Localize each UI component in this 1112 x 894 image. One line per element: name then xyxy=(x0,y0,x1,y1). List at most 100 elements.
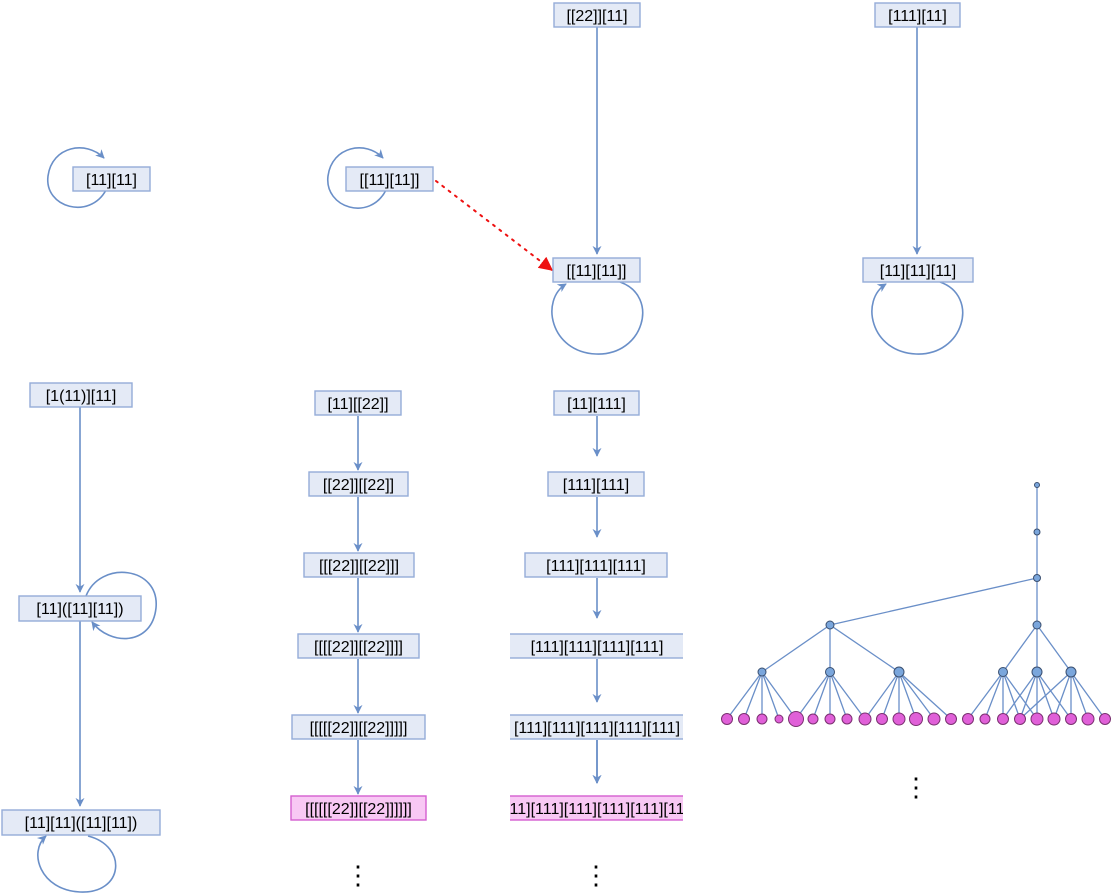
tree-edges xyxy=(726,485,1106,720)
tree-leaf xyxy=(945,713,957,725)
tree-leaf xyxy=(721,713,733,725)
node-g3-label: [111][111][111] xyxy=(546,558,646,575)
tree-node xyxy=(1032,620,1042,630)
tree-node xyxy=(825,620,835,630)
node-b1-label: [[11][11]] xyxy=(360,172,420,189)
tree-leaf xyxy=(756,713,768,725)
node-g1: [11][111] xyxy=(553,390,640,416)
tree-edge xyxy=(1036,624,1072,673)
tree-edge xyxy=(795,671,831,720)
node-d-top-label: [111][11] xyxy=(888,8,947,25)
self-loop-e3 xyxy=(36,835,117,893)
node-g6-label: [111][111][111][111][111][111] xyxy=(497,801,696,818)
tree-leaf xyxy=(858,712,872,726)
node-e1-label: [1(11)][11] xyxy=(46,388,117,405)
tree-edge xyxy=(761,624,831,673)
tree-edge xyxy=(864,671,900,720)
node-c-top-label: [[22]][11] xyxy=(566,8,627,25)
tree-node xyxy=(757,667,767,677)
self-loop-c-bot xyxy=(551,281,644,355)
tree-node-root xyxy=(1034,482,1040,488)
tree-edge xyxy=(829,577,1038,626)
node-g3: [111][111][111] xyxy=(524,552,668,578)
tree-edge xyxy=(1036,671,1072,720)
self-loop-d-bot xyxy=(871,281,964,355)
tree-edge xyxy=(829,671,848,720)
tree-edge xyxy=(1070,671,1106,720)
self-loop-a1 xyxy=(47,147,107,208)
node-c-bot: [[11][11]] xyxy=(552,257,641,283)
node-d-bot: [11][11][11] xyxy=(862,257,974,283)
node-e3: [11][11]([11][11]) xyxy=(1,809,161,836)
node-f2-label: [[22]][[22]] xyxy=(323,477,394,494)
tree-edge xyxy=(898,671,952,720)
tree-edge xyxy=(898,671,935,720)
node-f2: [[22]][[22]] xyxy=(308,471,409,497)
node-g5-label: [111][111][111][111][111] xyxy=(514,720,680,737)
tree-leaf xyxy=(1014,713,1026,725)
node-e1: [1(11)][11] xyxy=(29,382,133,408)
self-loop-b1 xyxy=(327,147,387,209)
node-b1: [[11][11]] xyxy=(345,166,434,192)
node-d-bot-label: [11][11][11] xyxy=(880,263,957,280)
tree-leaf xyxy=(909,712,923,726)
ellipsis-f: ⋮ xyxy=(345,860,371,890)
node-e2-label: [11]([11][11]) xyxy=(36,601,123,618)
node-g2-label: [111][111] xyxy=(563,477,629,494)
component-f: [11][[22]] [[22]][[22]] [[[22]][[22]]] [… xyxy=(290,390,427,890)
tree-edge xyxy=(1002,671,1038,720)
tree-edge xyxy=(761,671,780,720)
tree-leaf xyxy=(824,713,836,725)
tree-internal-nodes xyxy=(757,482,1077,678)
tree-leaf xyxy=(1030,712,1044,726)
tree-edge xyxy=(1019,671,1038,720)
node-c-bot-label: [[11][11]] xyxy=(567,263,627,280)
node-g4-label: [111][111][111][111] xyxy=(531,639,664,656)
node-f4: [[[[22]][[22]]]] xyxy=(297,633,420,659)
tree-node xyxy=(1033,528,1041,536)
tree-edge xyxy=(743,671,763,720)
tree-leaf xyxy=(979,713,991,725)
tree-leaf xyxy=(738,713,750,725)
ellipsis-tree: ⋮ xyxy=(903,772,929,802)
tree-leaf xyxy=(927,712,941,726)
tree-edge xyxy=(726,671,763,720)
node-e3-label: [11][11]([11][11]) xyxy=(25,815,138,832)
component-a: [11][11] xyxy=(47,147,151,208)
tree-leaf xyxy=(807,713,819,725)
self-loop-e2 xyxy=(85,571,157,640)
tree-node xyxy=(893,666,905,678)
ellipsis-g: ⋮ xyxy=(583,860,609,890)
tree-leaf xyxy=(774,714,784,724)
node-g5: [111][111][111][111][111] xyxy=(510,714,683,740)
tree-edge xyxy=(1053,671,1072,720)
component-b: [[11][11]] xyxy=(327,147,554,271)
node-a1: [11][11] xyxy=(72,166,151,192)
tree-leaf xyxy=(962,713,974,725)
node-f6: [[[[[[22]][[22]]]]]] xyxy=(290,795,427,821)
component-d: [111][11] [11][11][11] xyxy=(862,2,974,355)
tree-edge xyxy=(1002,671,1021,720)
tree-node xyxy=(998,667,1008,677)
tree-leaf xyxy=(788,711,804,727)
component-c: [[22]][11] [[11][11]] xyxy=(551,2,644,355)
tree-edge xyxy=(1002,624,1038,673)
tree-leaf xyxy=(1065,713,1077,725)
tree-edge xyxy=(1019,671,1072,720)
component-g: [11][111] [111][111] [111][111][111] [11… xyxy=(497,390,696,890)
node-f3: [[[22]][[22]]] xyxy=(303,552,415,578)
tree-leaf xyxy=(876,713,888,725)
tree-edge xyxy=(761,671,797,720)
node-c-top: [[22]][11] xyxy=(553,2,641,28)
tree-edge xyxy=(967,671,1004,720)
tree-node xyxy=(1065,666,1077,678)
node-d-top: [111][11] xyxy=(874,2,961,28)
tree-leaf xyxy=(841,713,853,725)
tree-edge xyxy=(898,671,917,720)
node-g1-label: [11][111] xyxy=(567,396,626,413)
tree-leaf xyxy=(1047,712,1061,726)
tree-leaf xyxy=(1099,713,1111,725)
component-e: [1(11)][11] [11]([11][11]) [11][11]([11]… xyxy=(1,382,161,893)
